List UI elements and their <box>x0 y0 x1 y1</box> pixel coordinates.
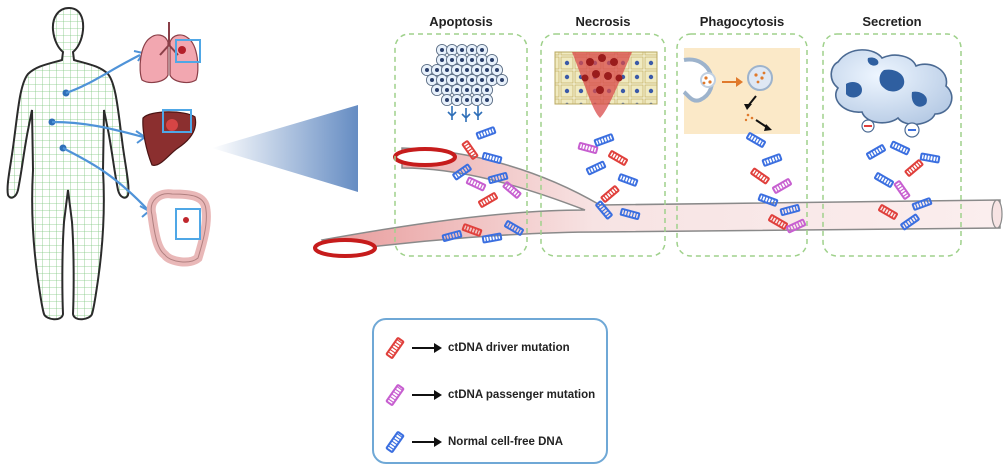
colon-icon <box>146 189 211 267</box>
arrow-right-icon <box>412 390 442 400</box>
panel-title-apoptosis: Apoptosis <box>429 14 493 29</box>
dna-fragment <box>607 149 629 167</box>
legend-item-normal: Normal cell-free DNA <box>384 430 563 454</box>
lungs-icon <box>139 22 201 84</box>
panel-frame-necrosis <box>540 33 666 257</box>
panel-frames <box>394 33 962 257</box>
panel-frame-phagocytosis <box>676 33 808 257</box>
dna-fragment <box>585 160 607 176</box>
dna-fragment <box>475 126 497 140</box>
dna-fragment <box>919 152 941 164</box>
secreting-tumor-cells <box>830 49 953 138</box>
panel-title-necrosis: Necrosis <box>575 14 631 29</box>
dna-fragment <box>865 143 887 161</box>
necrotic-tissue <box>554 51 658 118</box>
liver-icon <box>142 109 197 166</box>
colon-tumor-highlight <box>175 208 201 240</box>
dna-fragment <box>904 158 924 178</box>
panel-frame-secretion <box>822 33 962 257</box>
vessel-opening-upper <box>393 147 457 167</box>
dna-fragment-purple-icon <box>385 384 405 406</box>
apoptotic-cell-cluster <box>420 43 509 122</box>
dna-fragment <box>600 184 620 204</box>
legend-item-passenger: ctDNA passenger mutation <box>384 383 595 407</box>
dna-fragment <box>749 167 771 185</box>
dna-fragment <box>593 133 615 147</box>
phagocytosis-macrophage <box>682 48 800 134</box>
legend-label-passenger: ctDNA passenger mutation <box>448 389 596 401</box>
lung-tumor-highlight <box>175 39 201 63</box>
dna-fragment-blue-icon <box>385 431 405 453</box>
liver-tumor-highlight <box>162 109 192 133</box>
dna-fragment <box>477 191 499 209</box>
panel-title-secretion: Secretion <box>862 14 922 29</box>
panel-title-phagocytosis: Phagocytosis <box>699 14 785 29</box>
dna-fragment <box>893 179 911 201</box>
dna-fragment-red-icon <box>385 337 405 359</box>
dna-fragment <box>745 131 767 149</box>
arrow-right-icon <box>412 343 442 353</box>
magnification-cone <box>212 105 358 192</box>
blood-vessel <box>313 147 1003 258</box>
dna-fragment <box>771 177 793 195</box>
legend-label-driver: ctDNA driver mutation <box>448 342 570 354</box>
legend-label-normal: Normal cell-free DNA <box>448 436 564 448</box>
human-body-figure <box>6 6 151 321</box>
dna-fragment <box>889 140 911 156</box>
dna-fragment <box>617 173 639 187</box>
dna-fragment <box>577 141 599 155</box>
vessel-opening-lower <box>313 238 377 258</box>
dna-fragment <box>761 153 783 167</box>
arrow-right-icon <box>412 437 442 447</box>
legend-item-driver: ctDNA driver mutation <box>384 336 570 360</box>
legend: ctDNA driver mutation ctDNA passenger mu… <box>372 318 608 464</box>
dna-fragment <box>873 171 895 189</box>
dna-fragment <box>465 176 487 192</box>
